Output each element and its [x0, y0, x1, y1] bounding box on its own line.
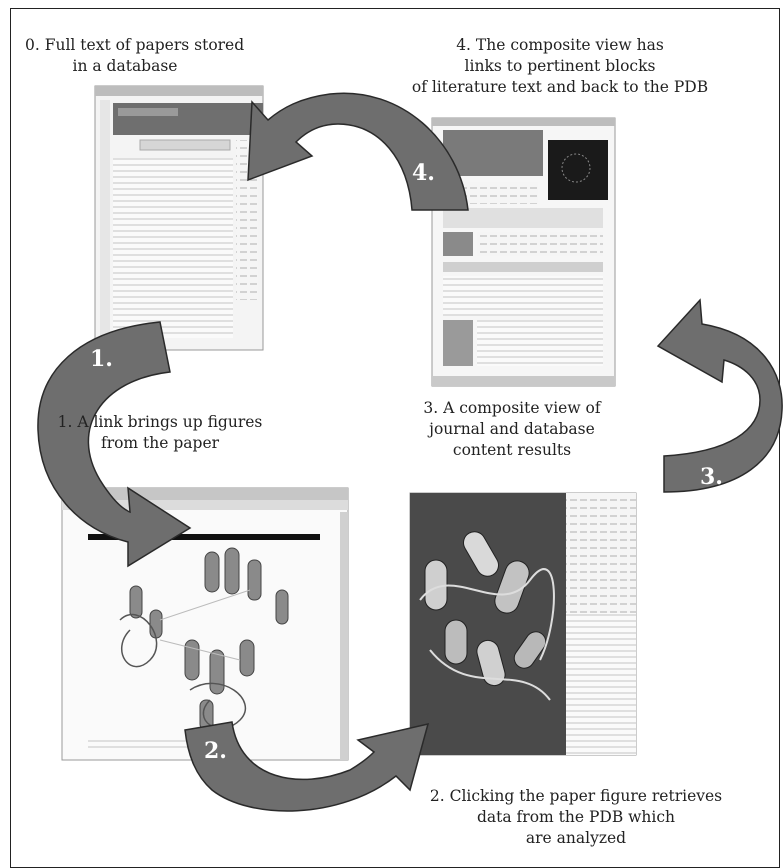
- caption-step-3: 3. A composite view of journal and datab…: [402, 398, 622, 461]
- caption-step-3-line-1: 3. A composite view of: [423, 399, 601, 417]
- caption-step-3-line-3: content results: [452, 441, 572, 459]
- arrow-3: [656, 298, 783, 493]
- caption-step-1-line-1: 1. A link brings up figures: [57, 413, 263, 431]
- caption-step-0: 0. Full text of papers stored in a datab…: [25, 35, 245, 77]
- caption-step-1-line-2: from the paper: [100, 434, 220, 452]
- caption-step-2-line-2: data from the PDB which: [476, 808, 676, 826]
- arrow-1: [37, 321, 192, 568]
- caption-step-4: 4. The composite view has links to perti…: [400, 35, 720, 98]
- pdb-structure-viewer-screenshot: [409, 492, 637, 756]
- arrow-label-3: 3.: [700, 464, 723, 490]
- caption-step-1: 1. A link brings up figures from the pap…: [55, 412, 265, 454]
- composite-view-screenshot: [431, 117, 616, 387]
- caption-step-4-line-2: links to pertinent blocks: [464, 57, 656, 75]
- caption-step-4-line-3: of literature text and back to the PDB: [411, 78, 709, 96]
- paper-fulltext-screenshot: [94, 85, 264, 351]
- arrow-label-4: 4.: [412, 160, 435, 186]
- caption-step-0-line-2: in a database: [72, 57, 178, 75]
- arrow-label-1: 1.: [90, 346, 113, 372]
- caption-step-2-line-1: 2. Clicking the paper figure retrieves: [429, 787, 723, 805]
- caption-step-3-line-2: journal and database: [429, 420, 595, 438]
- caption-step-2-line-3: are analyzed: [525, 829, 627, 847]
- arrow-2: [184, 721, 430, 812]
- arrow-label-2: 2.: [204, 738, 227, 764]
- caption-step-0-line-1: 0. Full text of papers stored: [25, 36, 245, 54]
- caption-step-4-line-1: 4. The composite view has: [456, 36, 664, 54]
- caption-step-2: 2. Clicking the paper figure retrieves d…: [406, 786, 746, 849]
- arrow-4: [247, 92, 469, 211]
